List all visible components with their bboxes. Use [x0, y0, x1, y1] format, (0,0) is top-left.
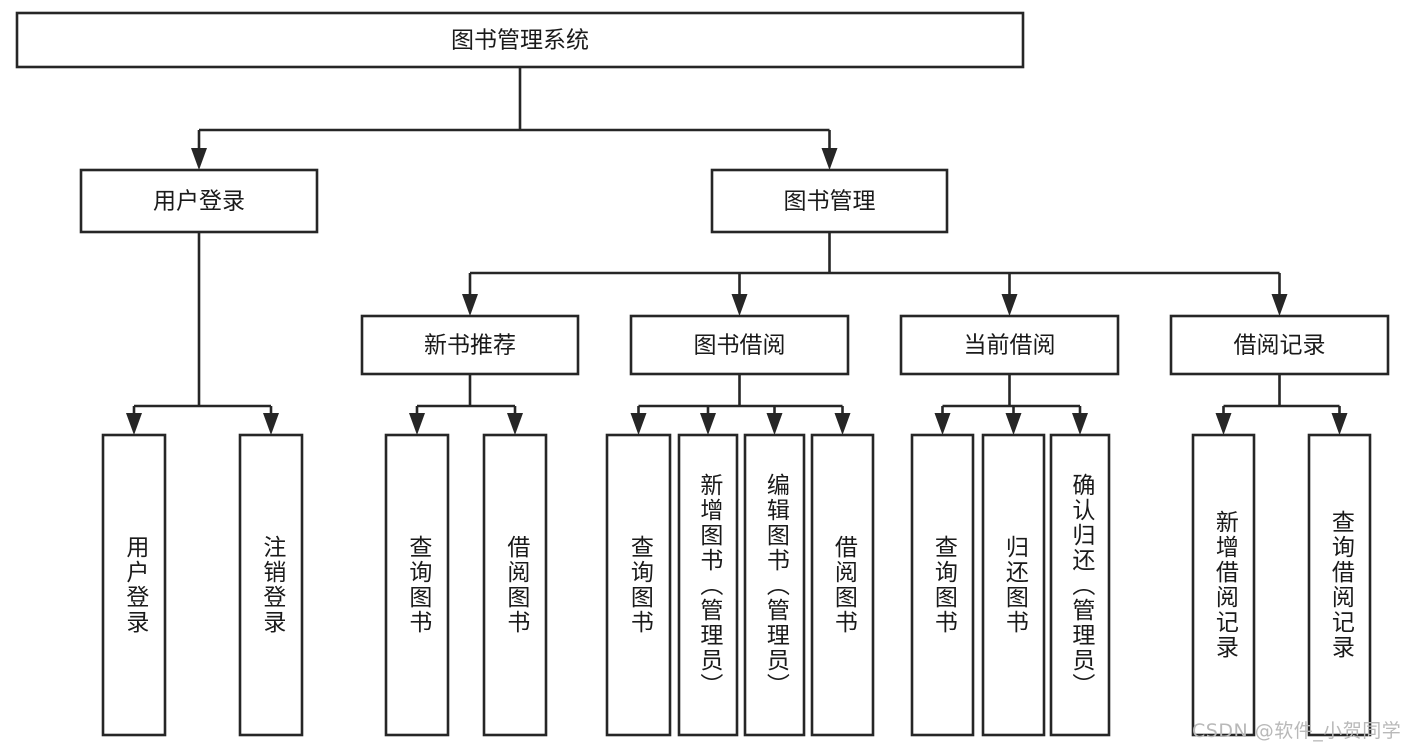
- node-leaf-8[interactable]: [910, 433, 975, 737]
- connector-arrowhead: [934, 413, 951, 435]
- node-leaf-4[interactable]: [605, 433, 672, 737]
- node-level3-2[interactable]: [899, 314, 1120, 376]
- node-root-system[interactable]: [15, 11, 1025, 69]
- node-leaf-12[interactable]: [1307, 433, 1372, 737]
- node-leaf-7[interactable]: [810, 433, 875, 737]
- node-leaf-11[interactable]: [1191, 433, 1256, 737]
- connector-arrowhead: [1331, 413, 1348, 435]
- node-leaf-2[interactable]: [384, 433, 450, 737]
- node-label-level2-0: 用户登录: [153, 189, 245, 215]
- connector-arrowhead: [126, 413, 142, 435]
- connector-arrowhead: [507, 413, 523, 435]
- connector-arrowhead: [191, 148, 207, 170]
- csdn-watermark: CSDN @软件_小贺同学: [1192, 720, 1402, 742]
- connector-arrowhead: [1215, 413, 1232, 435]
- node-leaf-3[interactable]: [482, 433, 548, 737]
- node-label-level3-1: 图书借阅: [694, 333, 786, 359]
- node-label-level3-0: 新书推荐: [424, 333, 516, 359]
- connector-arrowhead: [834, 413, 851, 435]
- node-leaf-9[interactable]: [981, 433, 1046, 737]
- node-label-level3-3: 借阅记录: [1234, 333, 1326, 359]
- node-label-root: 图书管理系统: [451, 28, 589, 54]
- connector-arrowhead: [630, 413, 647, 435]
- node-leaf-5[interactable]: [677, 433, 739, 737]
- node-leaf-10[interactable]: [1049, 433, 1111, 737]
- connector-arrowhead: [263, 413, 279, 435]
- connectors-layer: [126, 67, 1348, 435]
- boxes-layer: [15, 11, 1390, 737]
- connector-arrowhead: [462, 294, 478, 316]
- node-level3-1[interactable]: [629, 314, 850, 376]
- connector-arrowhead: [766, 413, 783, 435]
- connector-arrowhead: [1271, 294, 1288, 316]
- node-leaf-1[interactable]: [238, 433, 304, 737]
- node-label-level2-1: 图书管理: [784, 189, 876, 215]
- connector-arrowhead: [731, 294, 748, 316]
- node-level2-0[interactable]: [79, 168, 319, 234]
- connector-arrowhead: [1072, 413, 1088, 435]
- connector-arrowhead: [409, 413, 425, 435]
- node-leaf-0[interactable]: [101, 433, 167, 737]
- connector-arrowhead: [821, 148, 838, 170]
- node-label-level3-2: 当前借阅: [964, 333, 1056, 359]
- node-level2-1[interactable]: [710, 168, 949, 234]
- connector-arrowhead: [700, 413, 716, 435]
- node-level3-3[interactable]: [1169, 314, 1390, 376]
- node-level3-0[interactable]: [360, 314, 580, 376]
- connector-arrowhead: [1001, 294, 1018, 316]
- connector-arrowhead: [1005, 413, 1022, 435]
- node-leaf-6[interactable]: [743, 433, 806, 737]
